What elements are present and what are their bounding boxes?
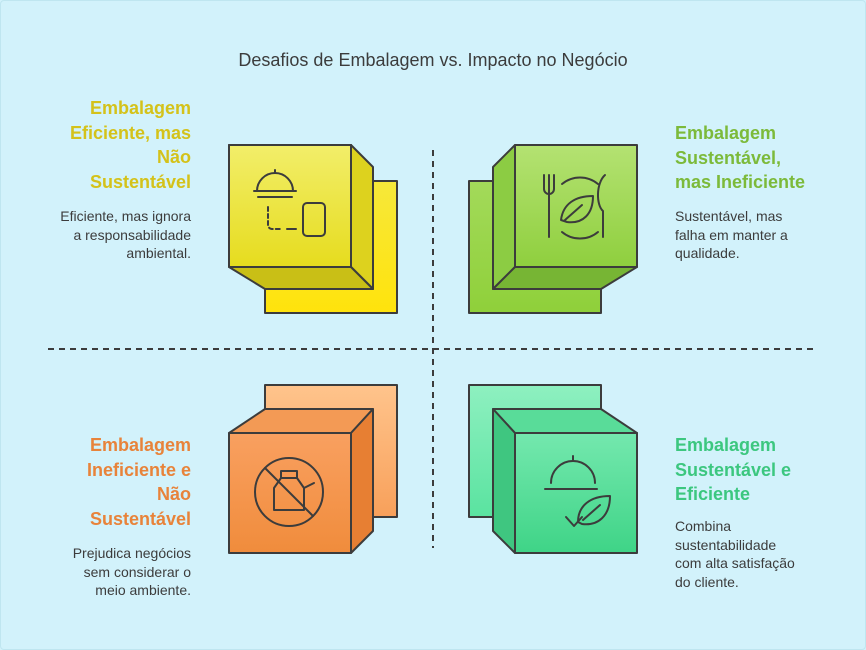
quadrant-title-top-left: Embalagem Eficiente, mas Não Sustentável: [69, 98, 191, 192]
cutlery-leaf-plate-icon: [543, 174, 606, 240]
quadrant-title-bottom-left: Embalagem Ineficiente e Não Sustentável: [86, 435, 191, 529]
box-top-left: [228, 144, 398, 314]
quadrant-description-top-left: Eficiente, mas ignora a responsabilidade…: [60, 208, 191, 261]
box-bottom-left: [228, 384, 398, 554]
cloche-check-leaf-icon: [544, 455, 611, 527]
no-bottle-icon: [254, 457, 324, 527]
quadrant-description-bottom-left: Prejudica negócios sem considerar o meio…: [72, 545, 191, 598]
quadrant-title-bottom-right: Embalagem Sustentável e Eficiente: [675, 435, 792, 504]
diagram-title: Desafios de Embalagem vs. Impacto no Neg…: [238, 50, 628, 70]
quadrant-title-top-right: Embalagem Sustentável, mas Ineficiente: [675, 123, 806, 192]
box-top-right: [468, 144, 638, 314]
quadrant-description-top-right: Sustentável, mas falha em manter a quali…: [675, 208, 788, 261]
quadrant-description-bottom-right: Combina sustentabilidade com alta satisf…: [675, 518, 795, 590]
box-bottom-right: [468, 384, 638, 554]
food-cloche-and-phone-icon: [253, 169, 326, 237]
